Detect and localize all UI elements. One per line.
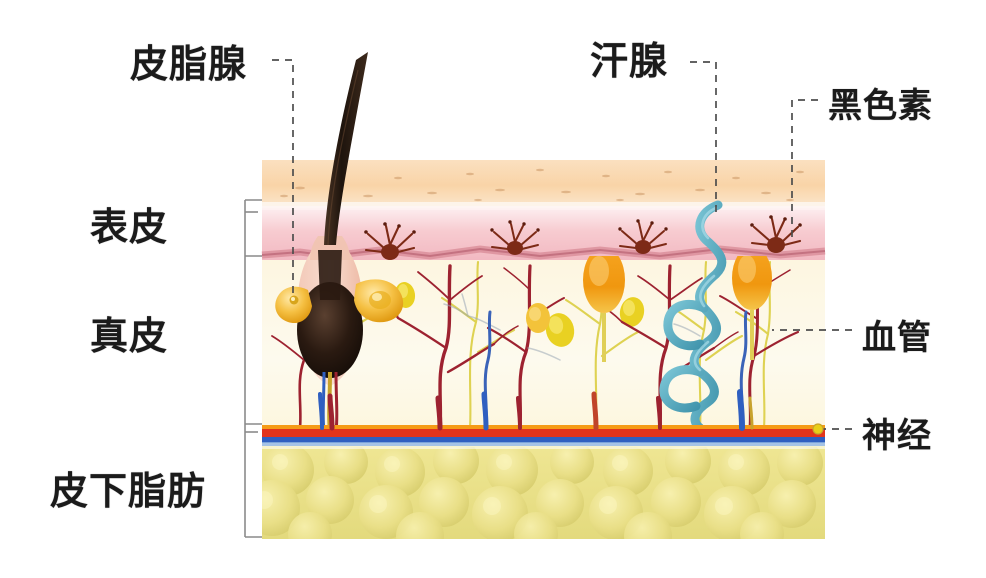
label-sebaceous-gland: 皮脂腺 [130, 42, 248, 86]
fat-globule-group [262, 447, 823, 539]
melanocyte [364, 222, 416, 260]
sebaceous-gland-left [275, 286, 312, 324]
label-subcutaneous-fat: 皮下脂肪 [50, 469, 207, 513]
layer-stratum-corneum [262, 160, 825, 209]
nerve-endpoint-dot [812, 423, 824, 435]
label-epidermis: 表皮 [90, 205, 169, 249]
sebaceous-gland-orange-1 [583, 256, 625, 362]
sebaceous-gland-small [526, 303, 550, 333]
nerve-ending-group [394, 282, 645, 347]
label-dermis: 真皮 [90, 314, 169, 358]
melanocyte-group [364, 215, 802, 260]
label-blood-vessel: 血管 [862, 318, 932, 358]
capillary-faint-group [443, 293, 701, 361]
melanocyte [750, 215, 802, 253]
label-nerve: 神经 [862, 416, 932, 456]
label-sweat-gland: 汗腺 [590, 39, 669, 83]
layer-subcutaneous-fat [262, 446, 825, 539]
label-melanin: 黑色素 [828, 86, 933, 126]
hair-follicle-group [275, 52, 404, 431]
sebaceous-gland-leader [272, 59, 294, 297]
sweat-gland-leader [690, 61, 717, 215]
melanocyte [490, 220, 540, 255]
sweat-gland-highlight [693, 206, 718, 372]
sweat-gland-group [659, 200, 727, 433]
leader-line-group [272, 59, 852, 430]
vascular-band-group [262, 389, 825, 446]
sebaceous-gland-orange-2 [732, 256, 772, 360]
melanin-leader [791, 99, 818, 240]
sebaceous-gland-right [354, 279, 404, 323]
layer-bracket [244, 199, 262, 538]
melanocyte [618, 219, 668, 254]
